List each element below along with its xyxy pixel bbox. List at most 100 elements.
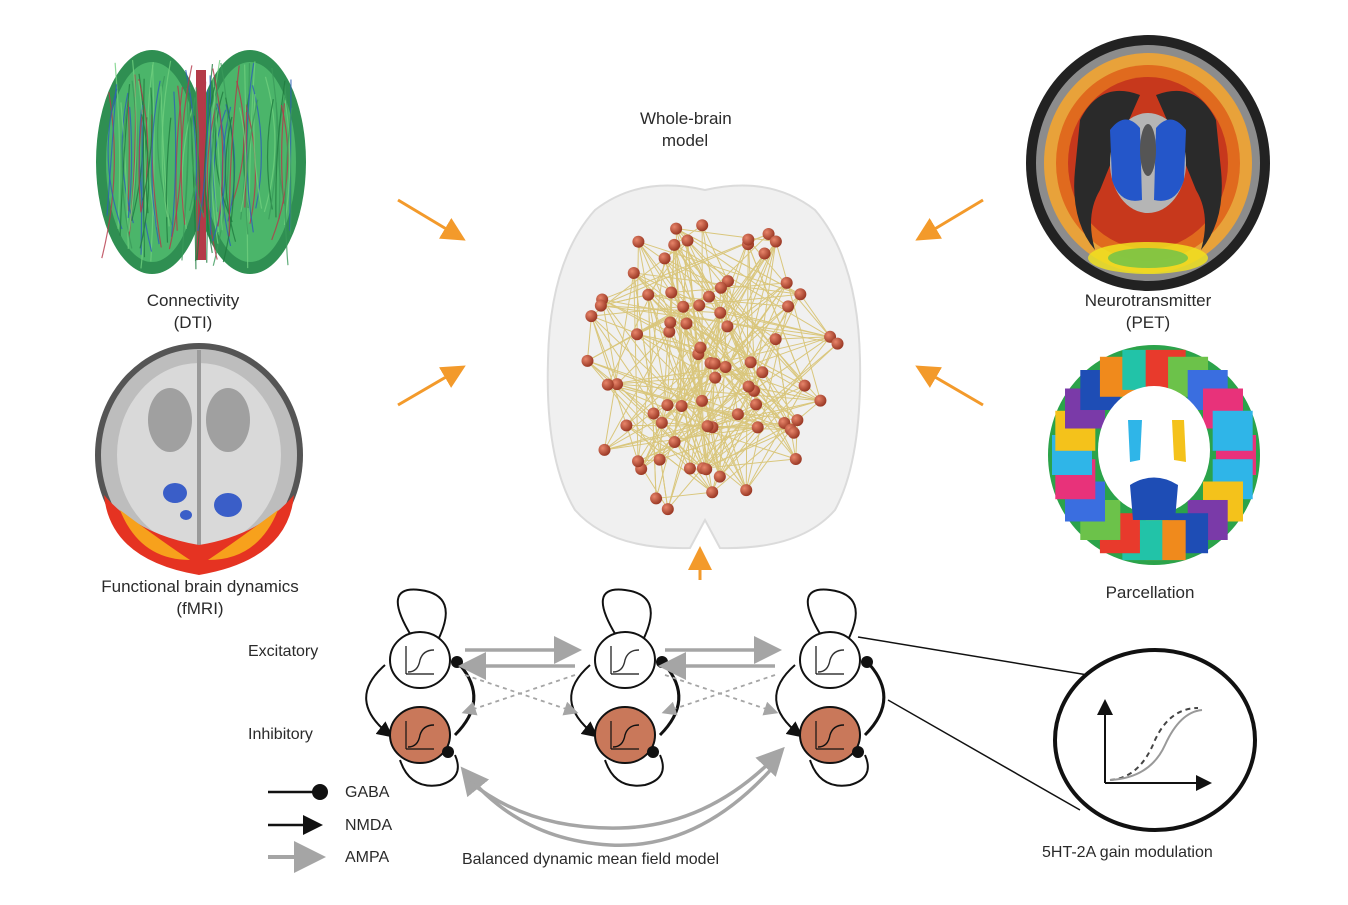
network-node: [601, 378, 614, 391]
network-node: [598, 443, 611, 456]
network-node: [789, 453, 802, 466]
network-node: [665, 286, 678, 299]
network-node: [663, 325, 676, 338]
network-node: [585, 310, 598, 323]
network-node: [714, 281, 727, 294]
network-node: [750, 398, 763, 411]
network-node: [661, 399, 674, 412]
network-node: [680, 317, 693, 330]
network-node: [751, 421, 764, 434]
network-node: [594, 299, 607, 312]
network-node: [694, 341, 707, 354]
network-node: [668, 436, 681, 449]
network-node: [620, 419, 633, 432]
network-node: [762, 227, 775, 240]
functional-label-line2: (fMRI): [176, 599, 224, 618]
fmri-functional-image: [95, 343, 303, 575]
network-node: [709, 371, 722, 384]
network-node: [756, 366, 769, 379]
network-node: [708, 357, 721, 370]
functional-label-line1: Functional brain dynamics: [101, 577, 299, 596]
inhibitory-label: Inhibitory: [248, 726, 313, 743]
network-node: [661, 503, 674, 516]
network-node: [714, 306, 727, 319]
network-node: [642, 288, 655, 301]
legend: [268, 784, 328, 873]
legend-nmda-label: NMDA: [345, 817, 393, 834]
dti-connectivity-image: [96, 50, 306, 274]
arrow-parcellation-to-model: [915, 365, 984, 407]
mean-field-model: [365, 588, 886, 848]
network-node: [658, 252, 671, 265]
network-node: [696, 219, 709, 232]
legend-ampa-label: AMPA: [345, 849, 390, 866]
network-node: [627, 266, 640, 279]
network-node: [647, 407, 660, 420]
excitatory-label: Excitatory: [248, 643, 319, 660]
population-pair: [365, 588, 476, 787]
network-node: [701, 420, 714, 433]
network-node: [740, 484, 753, 497]
whole-brain-title-line2: model: [661, 131, 709, 150]
network-node: [650, 492, 663, 505]
network-node: [782, 300, 795, 313]
network-node: [653, 453, 666, 466]
network-node: [664, 316, 677, 329]
parcellation-label: Parcellation: [1105, 583, 1195, 602]
neurotransmitter-label-line2: (PET): [1125, 313, 1171, 332]
arrow-pet-to-model: [915, 198, 984, 241]
connectivity-label-line2: (DTI): [173, 313, 213, 332]
network-node: [831, 337, 844, 350]
network-node: [696, 394, 709, 407]
gain-modulation-caption: 5HT-2A gain modulation: [1042, 844, 1213, 861]
network-node: [731, 408, 744, 421]
legend-gaba-label: GABA: [345, 784, 390, 801]
network-node: [791, 414, 804, 427]
network-node: [721, 320, 734, 333]
ampa-long-arc: [460, 763, 777, 848]
network-node: [794, 288, 807, 301]
gain-modulation-zoom: [857, 636, 1257, 832]
neurotransmitter-label-line1: Neurotransmitter: [1084, 291, 1212, 310]
network-node: [631, 328, 644, 341]
network-node: [769, 235, 782, 248]
whole-brain-title-line1: Whole-brain: [640, 109, 732, 128]
network-node: [706, 486, 719, 499]
network-node: [798, 379, 811, 392]
network-node: [787, 426, 800, 439]
network-node: [742, 233, 755, 246]
network-node: [632, 235, 645, 248]
network-node: [683, 462, 696, 475]
network-node: [581, 354, 594, 367]
network-node: [703, 290, 716, 303]
network-node: [668, 238, 681, 251]
network-node: [693, 299, 706, 312]
network-node: [814, 394, 827, 407]
input-arrows: [397, 198, 984, 580]
network-node: [681, 234, 694, 247]
network-node: [675, 400, 688, 413]
network-node: [700, 463, 713, 476]
network-node: [713, 470, 726, 483]
whole-brain-network: [546, 184, 862, 550]
network-node: [611, 378, 624, 391]
arrow-fmri-to-model: [397, 365, 466, 407]
ampa-long-arc: [468, 746, 785, 830]
population-pair: [775, 588, 886, 787]
network-node: [780, 276, 793, 289]
population-pair: [570, 588, 681, 787]
connectivity-label-line1: Connectivity: [146, 291, 240, 310]
arrow-dti-to-model: [397, 198, 466, 241]
mean-field-caption: Balanced dynamic mean field model: [462, 851, 720, 868]
parcellation-image: [1048, 345, 1260, 565]
network-node: [670, 222, 683, 235]
network-node: [677, 300, 690, 313]
network-node: [719, 361, 732, 374]
network-node: [632, 455, 645, 468]
network-node: [769, 333, 782, 346]
legend-gaba-symbol: [268, 784, 328, 800]
network-node: [758, 247, 771, 260]
pet-neurotransmitter-image: [1026, 35, 1270, 291]
network-node: [744, 356, 757, 369]
